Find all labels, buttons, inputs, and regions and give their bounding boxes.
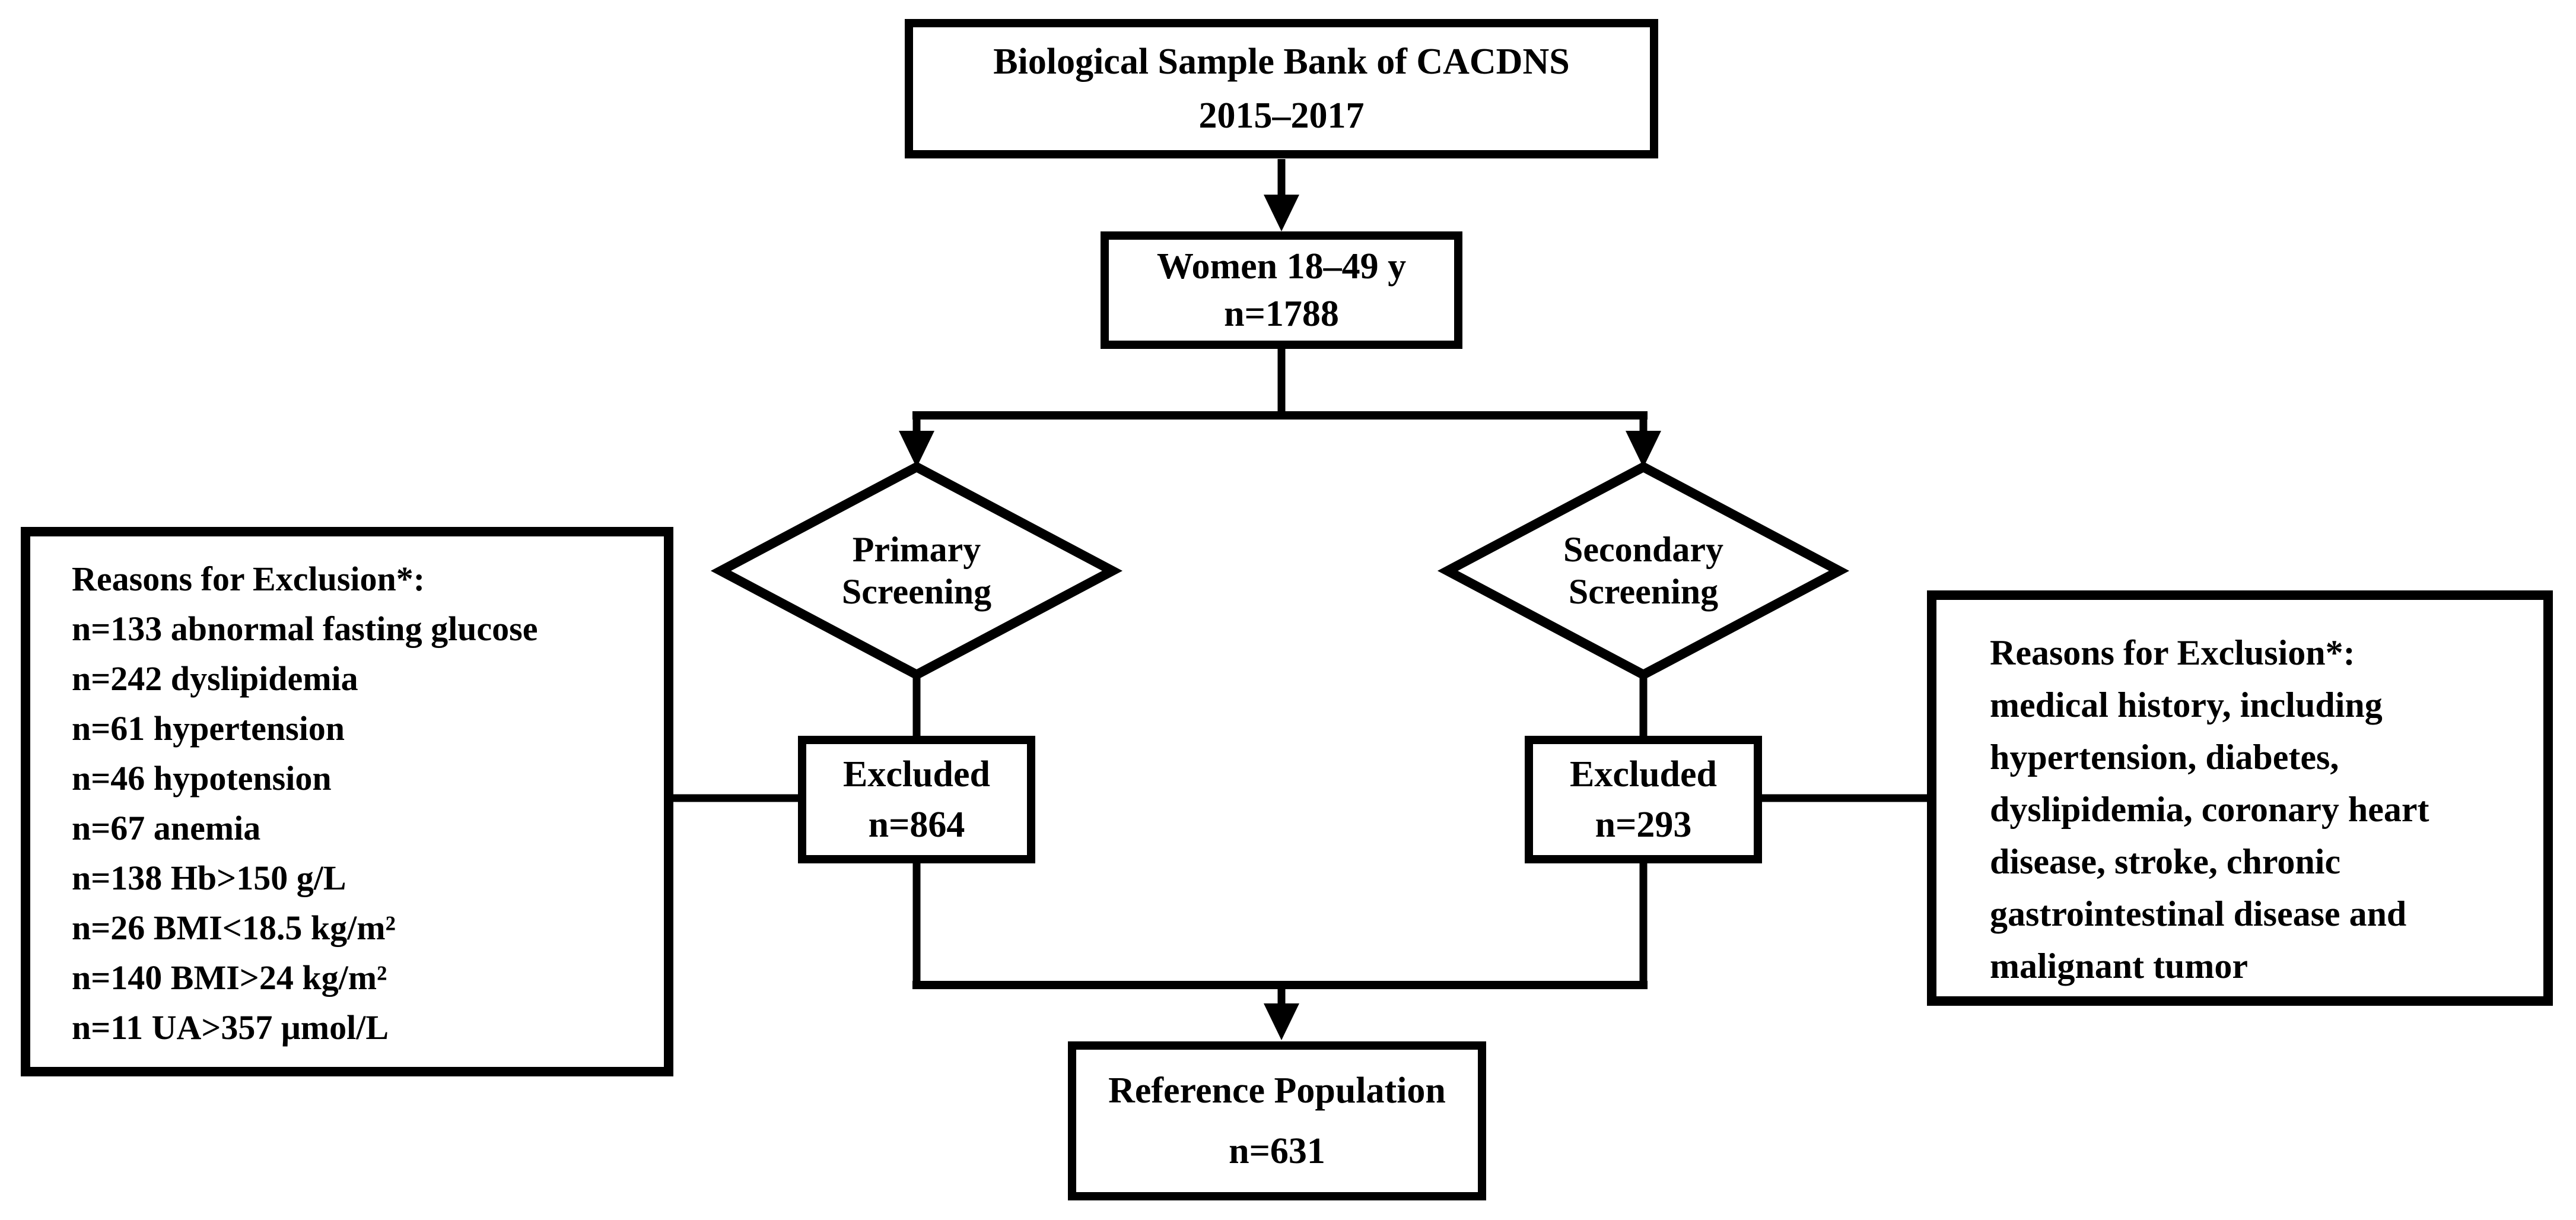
reasons-left-item: n=46 hypotension — [72, 759, 332, 798]
arrowhead-primary — [899, 431, 934, 468]
excluded-primary-box: Excluded n=864 — [798, 736, 1035, 863]
reasons-left-item: n=67 anemia — [72, 809, 261, 847]
arrowhead-women — [1264, 195, 1299, 231]
reasons-right-heading: Reasons for Exclusion*: — [1990, 633, 2355, 672]
source-box: Biological Sample Bank of CACDNS 2015–20… — [905, 19, 1658, 158]
primary-screening-label: Primary Screening — [842, 529, 991, 613]
source-years: 2015–2017 — [1198, 96, 1365, 136]
reasons-left-item: n=138 Hb>150 g/L — [72, 859, 346, 897]
reasons-left-item: n=26 BMI<18.5 kg/m² — [72, 908, 396, 947]
excluded-secondary-box: Excluded n=293 — [1525, 736, 1762, 863]
reasons-right-item: medical history, including — [1990, 685, 2383, 725]
secondary-screening-line1: Secondary — [1563, 530, 1723, 570]
reference-population-label: Reference Population — [1108, 1070, 1446, 1111]
reasons-left-heading: Reasons for Exclusion*: — [72, 560, 425, 598]
excluded-primary-label: Excluded — [842, 754, 991, 795]
reference-population-box: Reference Population n=631 — [1068, 1041, 1486, 1200]
reference-population-count: n=631 — [1229, 1131, 1325, 1172]
reasons-left-item: n=242 dyslipidemia — [72, 659, 358, 698]
women-box: Women 18–49 y n=1788 — [1101, 231, 1462, 349]
reasons-right-item: dyslipidemia, coronary heart — [1990, 790, 2429, 829]
excluded-secondary-label: Excluded — [1569, 754, 1718, 795]
reasons-left-item: n=133 abnormal fasting glucose — [72, 609, 538, 648]
reasons-right-item: gastrointestinal disease and — [1990, 894, 2407, 933]
reasons-right-box: Reasons for Exclusion*: medical history,… — [1927, 590, 2553, 1006]
women-count: n=1788 — [1224, 293, 1339, 334]
arrowhead-reference — [1264, 1003, 1299, 1040]
arrowhead-secondary — [1626, 431, 1661, 468]
reasons-left-box: Reasons for Exclusion*: n=133 abnormal f… — [21, 527, 673, 1076]
reasons-right-item: disease, stroke, chronic — [1990, 842, 2341, 881]
reasons-right-item: hypertension, diabetes, — [1990, 738, 2339, 777]
primary-screening-line1: Primary — [852, 530, 981, 570]
women-label: Women 18–49 y — [1156, 246, 1407, 287]
secondary-screening-label: Secondary Screening — [1563, 529, 1723, 613]
reasons-left-item: n=61 hypertension — [72, 709, 345, 748]
source-title: Biological Sample Bank of CACDNS — [993, 41, 1570, 82]
excluded-secondary-count: n=293 — [1595, 804, 1692, 845]
primary-screening-line2: Screening — [841, 572, 992, 611]
excluded-primary-count: n=864 — [868, 804, 965, 845]
reasons-left-item: n=140 BMI>24 kg/m² — [72, 958, 387, 997]
reasons-right-item: malignant tumor — [1990, 946, 2248, 986]
reasons-left-item: n=11 UA>357 μmol/L — [72, 1008, 389, 1047]
secondary-screening-line2: Screening — [1568, 572, 1719, 611]
